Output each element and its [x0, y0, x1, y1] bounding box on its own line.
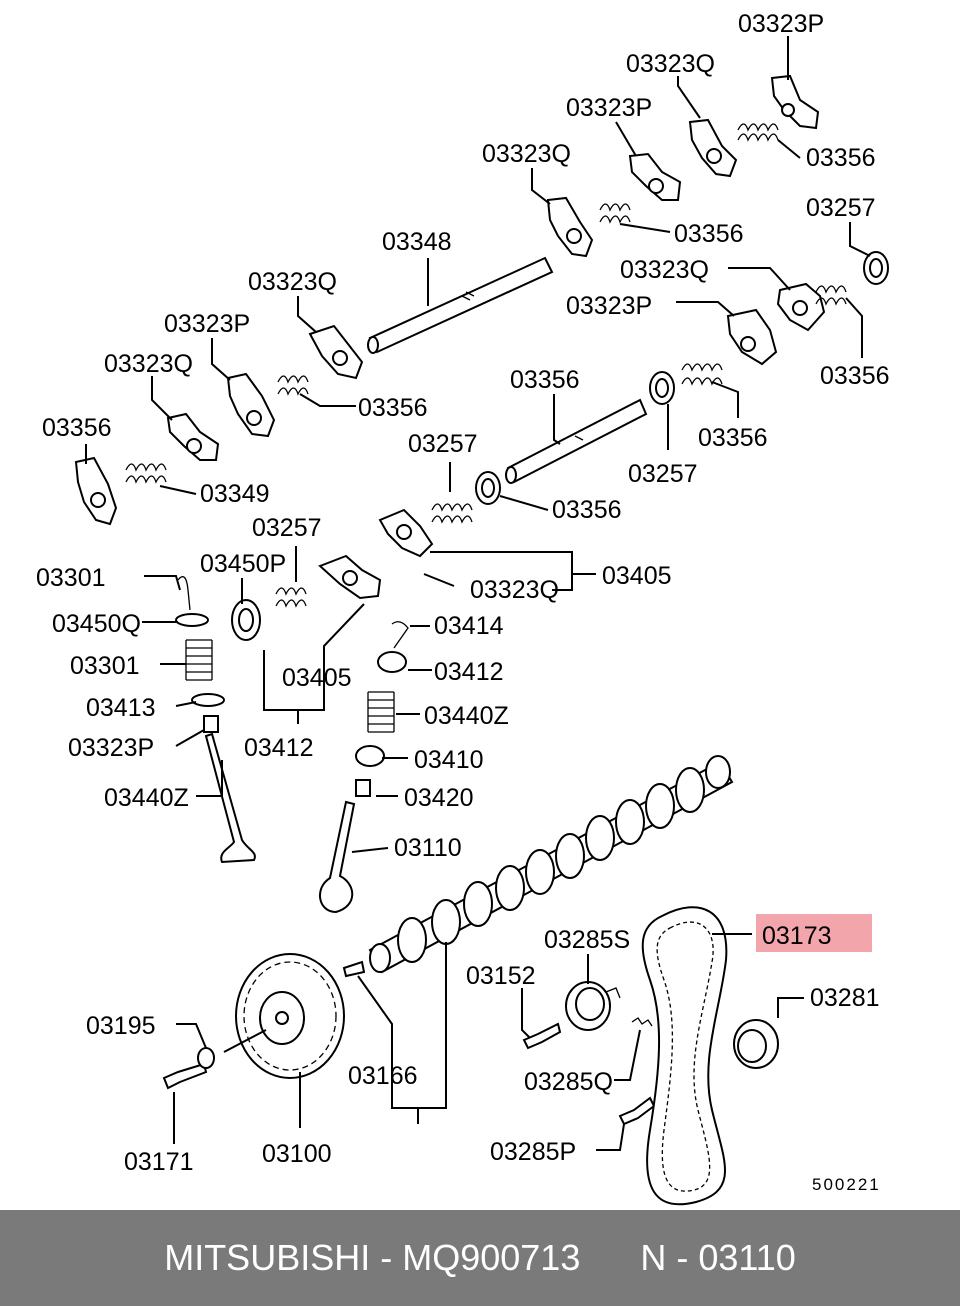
leader-lines	[85, 36, 871, 1151]
tensioner-pulley	[565, 981, 621, 1031]
valve-assembly-left	[175, 576, 256, 864]
label-03405: 03412	[434, 658, 504, 686]
label-03450Q: 03414	[434, 612, 504, 640]
footer-part-number: MQ900713	[402, 1237, 581, 1278]
label-03323P: 03323P	[566, 94, 652, 122]
label-03323P: 03323Q	[104, 350, 193, 378]
label-03450P: 03301	[36, 564, 106, 592]
label-03166: 03285Q	[524, 1068, 613, 1096]
label-03323Q: 03323Q	[620, 256, 709, 284]
part-labels: 03323P 03323Q 03356 03323P 03323Q 03356 …	[36, 10, 890, 1194]
label-03257: 03450P	[200, 550, 286, 578]
label-03440Z: 03420	[404, 784, 474, 812]
label-03323Q: 03323Q	[626, 50, 715, 78]
label-03285P: 03171	[124, 1148, 194, 1176]
camshaft	[342, 755, 734, 978]
label-03171: 03100	[262, 1140, 332, 1168]
label-03356: 03356	[820, 362, 890, 390]
label-03413: 03440Z	[424, 702, 509, 730]
rocker-arms	[74, 74, 826, 600]
springs	[125, 123, 847, 608]
camshaft-sprocket	[235, 953, 345, 1079]
label-03281: 03195	[86, 1012, 156, 1040]
idler-pulley	[733, 1019, 779, 1069]
label-03301: 03405	[282, 664, 352, 692]
label-03323P: 03323P	[738, 10, 824, 38]
label-03412: 03410	[414, 746, 484, 774]
label-03356: 03356	[698, 424, 768, 452]
label-03323P: 03412	[244, 734, 314, 762]
label-03356: 03349	[200, 480, 270, 508]
label-03323Q: 03356	[42, 414, 112, 442]
label-03323P: 03323Q	[248, 268, 337, 296]
valve-assembly-right	[319, 621, 409, 914]
label-03301: 03323Q	[470, 576, 559, 604]
label-03323Q: 03323Q	[482, 140, 571, 168]
label-03257: 03257	[628, 460, 698, 488]
label-03420: 03110	[394, 834, 462, 862]
rocker-shaft-03348	[367, 256, 554, 354]
drawing-code: 500221	[812, 1175, 881, 1194]
footer-sep: -	[370, 1237, 403, 1278]
label-03285S: 03152	[466, 962, 536, 990]
label-03110: 03173	[762, 922, 832, 950]
highlight-box	[756, 914, 872, 952]
footer-ref: N - 03110	[640, 1237, 796, 1278]
rocker-shaft-03349	[505, 398, 648, 484]
timing-belt	[641, 906, 728, 1206]
label-03410: 03440Z	[104, 784, 189, 812]
parts-drawings	[74, 74, 889, 1206]
label-03152: 03281	[810, 984, 880, 1012]
parts-diagram: 03323P 03323Q 03356 03323P 03323Q 03356 …	[36, 10, 890, 1206]
label-03356: 03356	[358, 394, 428, 422]
label-03349: 03356	[510, 366, 580, 394]
label-03414: 03301	[70, 652, 140, 680]
label-03440Z: 03323P	[68, 734, 154, 762]
label-03257: 03257	[806, 194, 876, 222]
label-03356: 03356	[806, 144, 876, 172]
label-03323P: 03323P	[566, 292, 652, 320]
label-03412: 03413	[86, 694, 156, 722]
label-03323Q: 03405	[602, 562, 672, 590]
footer-bar: MITSUBISHI - MQ900713 N - 03110	[0, 1210, 960, 1306]
label-03173: 03285S	[544, 926, 630, 954]
label-03195: 03166	[348, 1062, 418, 1090]
label-03348: 03348	[382, 228, 452, 256]
spacers	[231, 251, 889, 641]
label-03285Q: 03285P	[490, 1138, 576, 1166]
label-03356: 03257	[252, 514, 322, 542]
label-03356: 03257	[408, 430, 478, 458]
footer-brand: MITSUBISHI	[164, 1237, 371, 1278]
label-03356: 03356	[674, 220, 744, 248]
label-03257: 03356	[552, 496, 622, 524]
label-03323Q: 03323P	[164, 310, 250, 338]
fasteners	[162, 1017, 656, 1126]
label-03405: 03450Q	[52, 610, 141, 638]
footer-gap	[580, 1237, 640, 1279]
